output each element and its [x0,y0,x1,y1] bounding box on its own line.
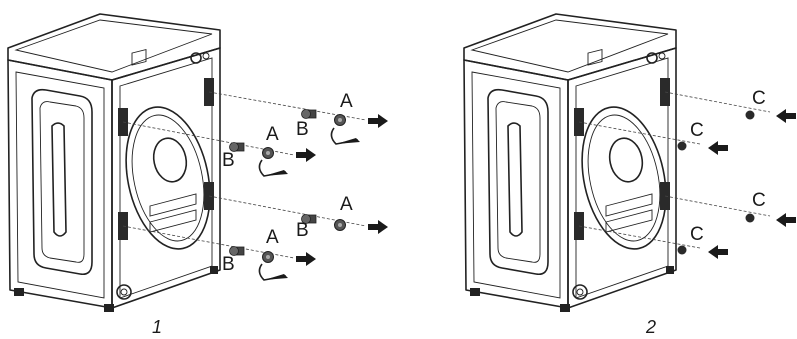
figure-1: A B A B A B A B 1 [7,13,388,337]
wrench-icon [258,263,289,281]
figure-caption-1: 1 [152,317,162,337]
label-c: C [752,190,766,211]
label-c: C [690,120,704,141]
transit-cap-c [745,110,755,120]
transit-cap-c [677,141,687,151]
transit-cap-c [677,245,687,255]
transport-bolt-a [334,114,346,126]
figure-2: C C C C 2 [463,13,796,337]
wrench-icon [330,127,361,145]
label-c: C [752,88,766,109]
label-b: B [222,150,235,171]
arrow-right-icon [296,252,316,266]
transport-bolt-a [334,219,346,231]
transport-bolt-b [301,109,317,119]
label-a: A [266,227,279,248]
figure-caption-2: 2 [645,317,656,337]
arrow-left-icon [708,141,728,155]
washer-illustration-2 [463,13,679,313]
label-b: B [296,220,309,241]
label-a: A [266,124,279,145]
transport-bolt-a [262,147,274,159]
label-a: A [340,91,353,112]
arrow-left-icon [776,109,796,123]
arrow-right-icon [368,114,388,128]
label-b: B [296,119,309,140]
wrench-icon [258,159,289,177]
arrow-left-icon [776,213,796,227]
arrow-right-icon [296,148,316,162]
arrow-left-icon [708,245,728,259]
transit-cap-c [745,213,755,223]
label-b: B [222,254,235,275]
washer-illustration-1 [7,13,223,313]
label-c: C [690,224,704,245]
arrow-right-icon [368,220,388,234]
transport-bolt-a [262,251,274,263]
label-a: A [340,194,353,215]
